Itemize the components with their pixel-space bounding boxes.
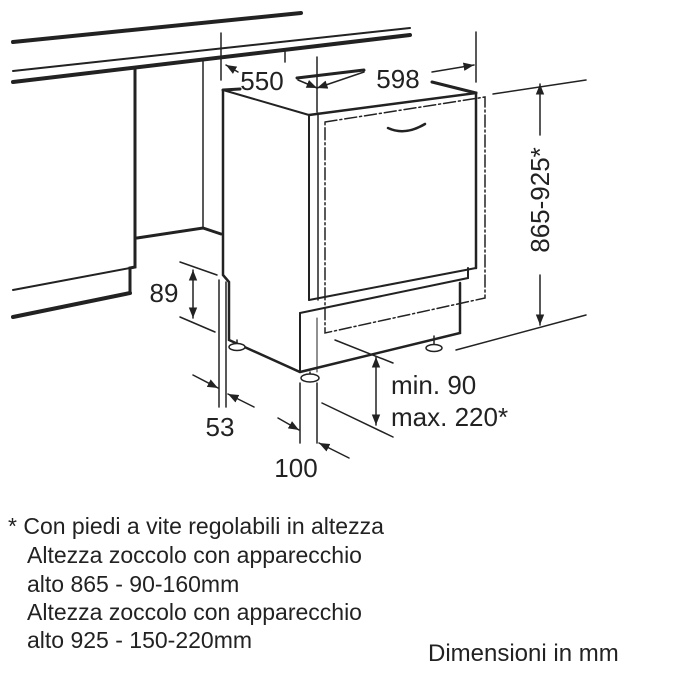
plinth-depth-label: 100 [274, 453, 317, 483]
units-caption: Dimensioni in mm [428, 640, 619, 667]
plinth-max-label: max. 220* [391, 402, 508, 432]
width-label: 598 [376, 64, 419, 94]
plinth-min-label: min. 90 [391, 370, 476, 400]
footnote-line: alto 925 - 150-220mm [27, 627, 253, 653]
adjustable-feet [228, 335, 443, 383]
dishwasher-outline [221, 80, 486, 374]
kitchen-cabinet [11, 11, 412, 319]
door-panel-outline [324, 96, 486, 334]
footnote-line: alto 865 - 90-160mm [27, 571, 240, 597]
side-offset-label: 53 [206, 412, 235, 442]
depth-label: 550 [240, 66, 283, 96]
door-handle [386, 122, 427, 133]
dimension-lines [179, 31, 587, 459]
footnote-line: * Con piedi a vite regolabili in altezza [8, 513, 384, 539]
footnote-line: Altezza zoccolo con apparecchio [27, 542, 362, 568]
footnote-line: Altezza zoccolo con apparecchio [27, 599, 362, 625]
plinth-height-label: 89 [150, 278, 179, 308]
height-label: 865-925* [525, 147, 555, 253]
